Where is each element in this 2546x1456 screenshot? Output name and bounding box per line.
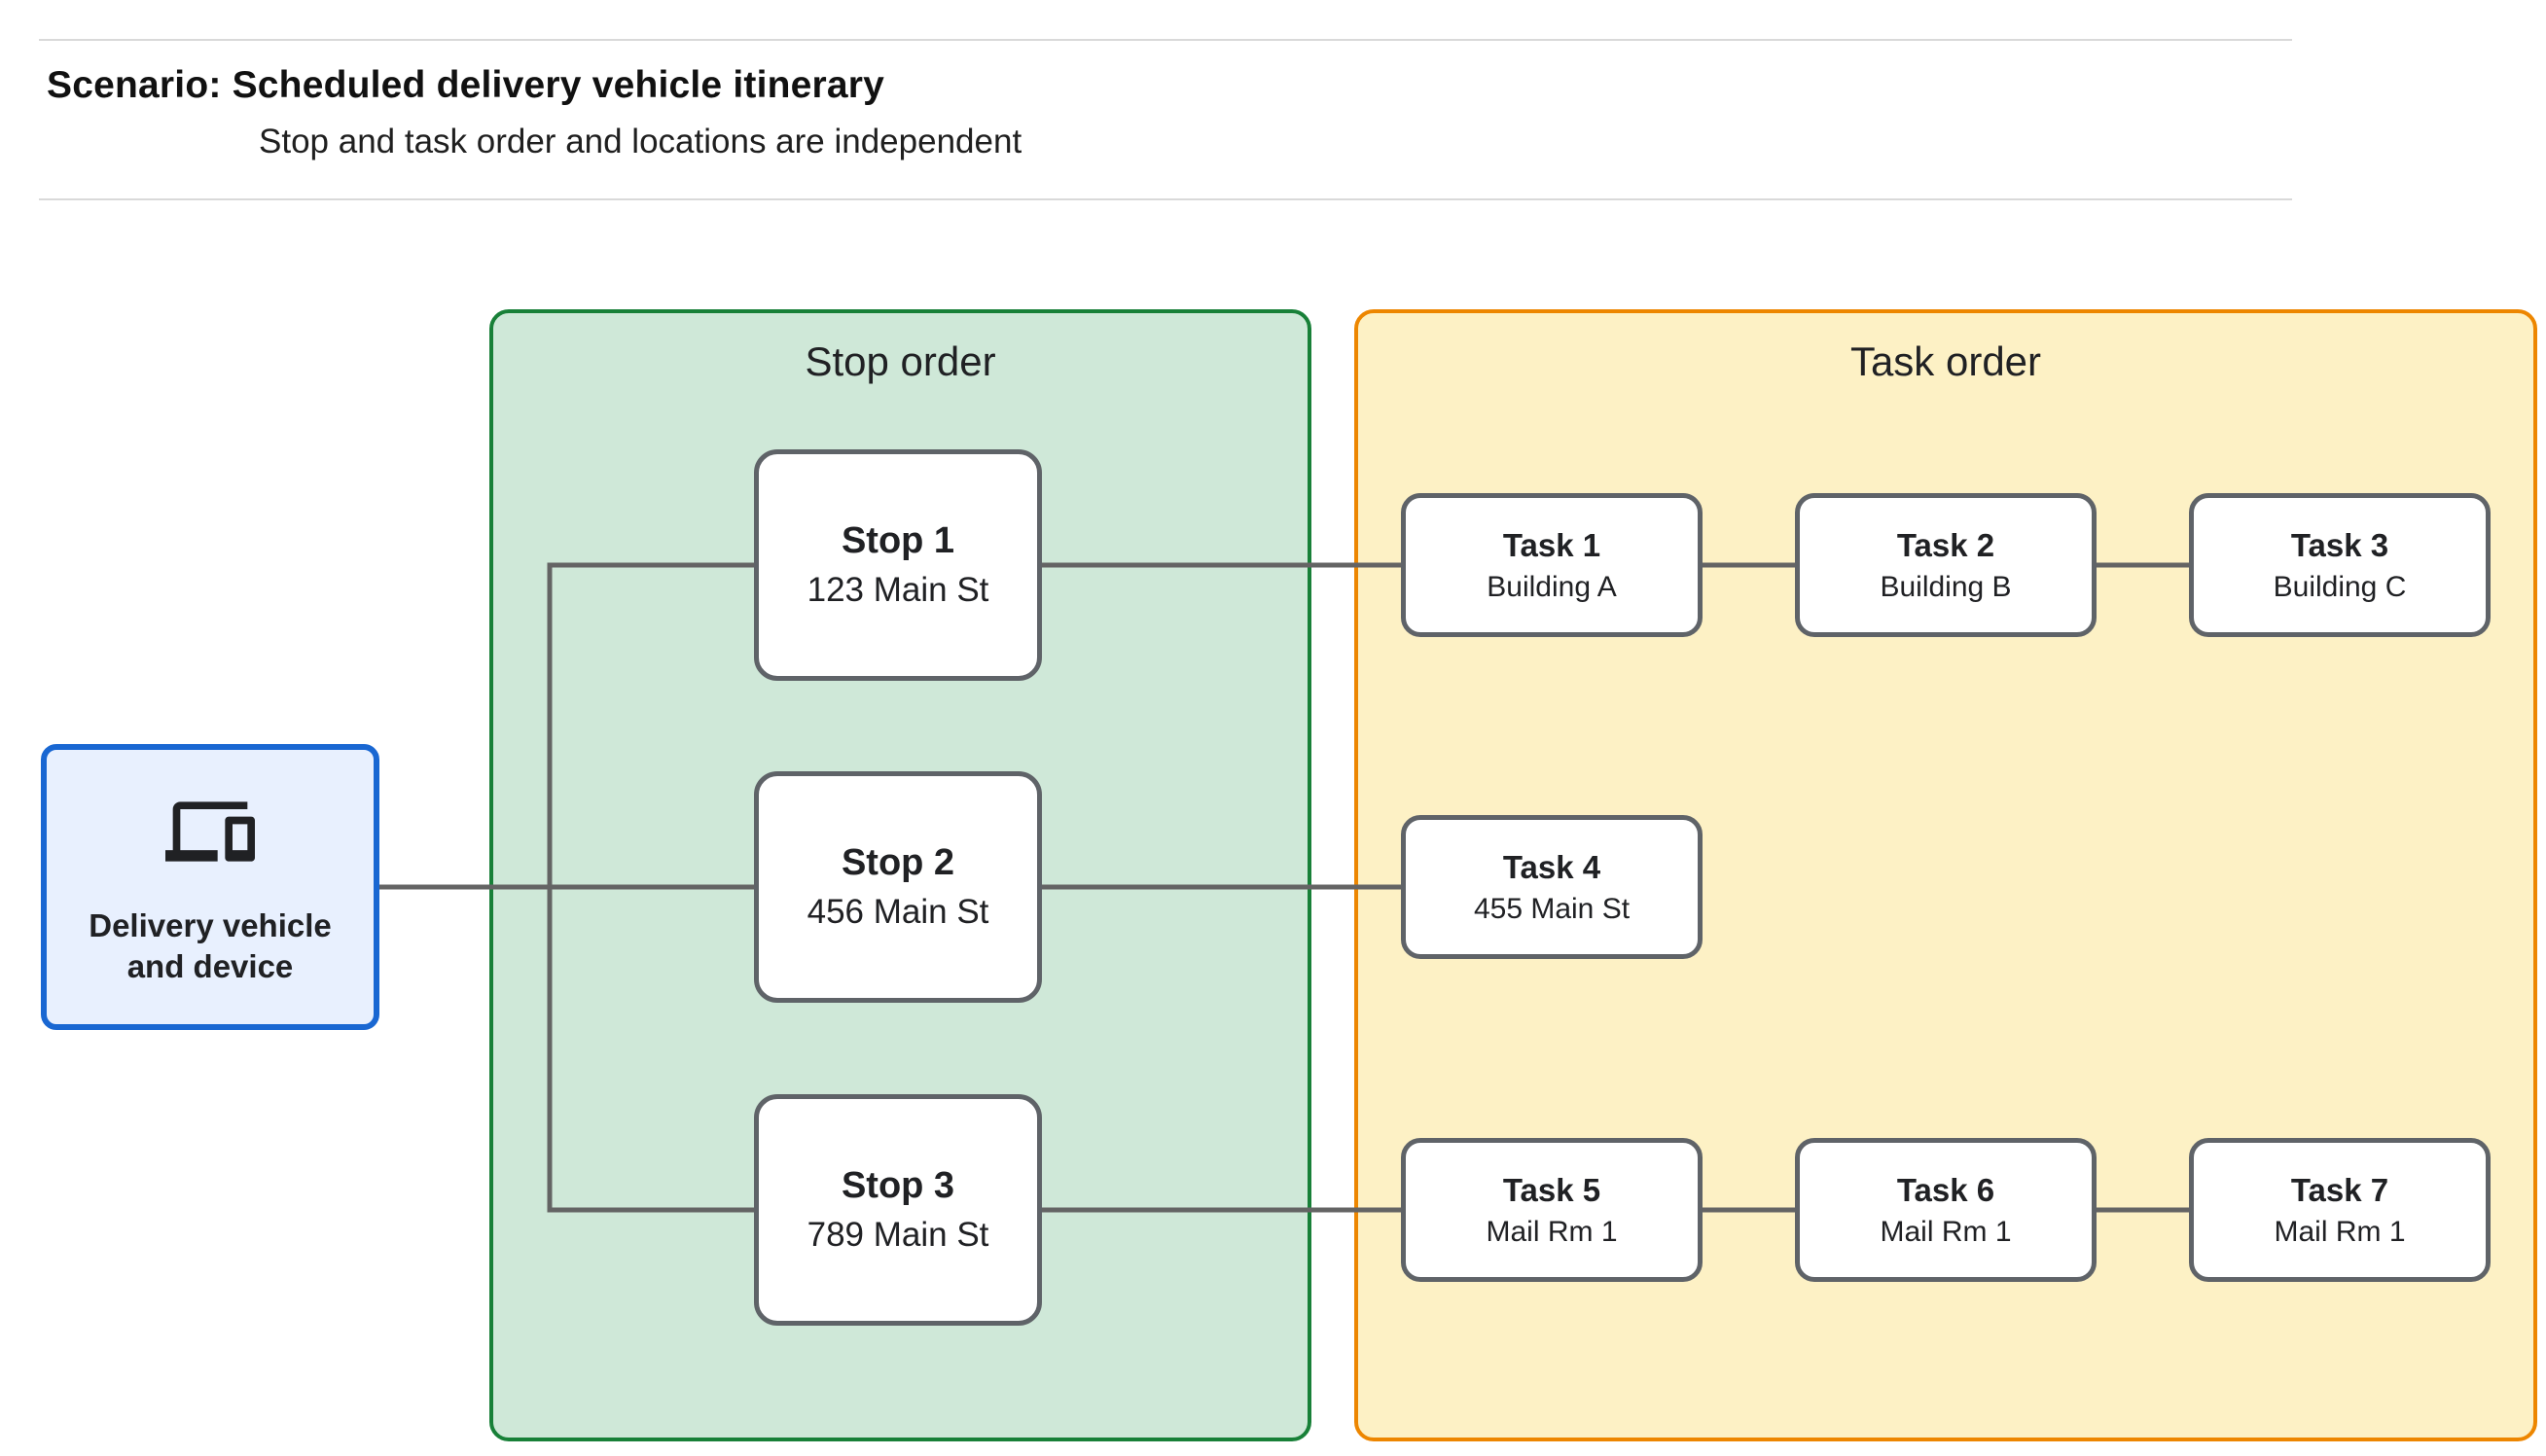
task-4-node: Task 4 455 Main St <box>1401 815 1703 959</box>
stop-2-name: Stop 2 <box>841 842 955 883</box>
stop-1-name: Stop 1 <box>841 520 955 561</box>
task-5-name: Task 5 <box>1502 1171 1601 1208</box>
task-6-name: Task 6 <box>1896 1171 1995 1208</box>
task-3-node: Task 3 Building C <box>2189 493 2491 637</box>
stop-3-name: Stop 3 <box>841 1165 955 1206</box>
task-1-name: Task 1 <box>1502 526 1601 563</box>
header-divider-bottom <box>39 198 2292 200</box>
task-5-node: Task 5 Mail Rm 1 <box>1401 1138 1703 1282</box>
delivery-vehicle-label: Delivery vehicle and device <box>89 906 332 984</box>
task-1-node: Task 1 Building A <box>1401 493 1703 637</box>
task-7-name: Task 7 <box>2290 1171 2389 1208</box>
header-divider-top <box>39 39 2292 41</box>
task-7-location: Mail Rm 1 <box>2274 1215 2406 1248</box>
stop-2-node: Stop 2 456 Main St <box>754 771 1042 1003</box>
scenario-subtitle: Stop and task order and locations are in… <box>259 123 1022 160</box>
delivery-vehicle-node: Delivery vehicle and device <box>41 744 379 1030</box>
stop-1-location: 123 Main St <box>807 571 989 609</box>
scenario-title: Scenario: Scheduled delivery vehicle iti… <box>47 64 885 106</box>
task-1-location: Building A <box>1487 570 1617 603</box>
task-5-location: Mail Rm 1 <box>1486 1215 1618 1248</box>
task-7-node: Task 7 Mail Rm 1 <box>2189 1138 2491 1282</box>
task-3-name: Task 3 <box>2290 526 2389 563</box>
stop-order-title: Stop order <box>805 338 996 384</box>
stop-2-location: 456 Main St <box>807 893 989 931</box>
task-2-name: Task 2 <box>1896 526 1995 563</box>
task-3-location: Building C <box>2273 570 2407 603</box>
stop-1-node: Stop 1 123 Main St <box>754 449 1042 681</box>
task-4-location: 455 Main St <box>1473 892 1631 925</box>
devices-icon <box>165 787 255 876</box>
task-6-node: Task 6 Mail Rm 1 <box>1795 1138 2097 1282</box>
task-2-location: Building B <box>1880 570 2012 603</box>
task-order-title: Task order <box>1849 338 2042 384</box>
task-4-name: Task 4 <box>1502 848 1601 885</box>
stop-3-node: Stop 3 789 Main St <box>754 1094 1042 1326</box>
task-6-location: Mail Rm 1 <box>1880 1215 2012 1248</box>
task-2-node: Task 2 Building B <box>1795 493 2097 637</box>
connector-trunk-stop1-stop3 <box>547 562 757 1213</box>
stop-3-location: 789 Main St <box>807 1216 989 1254</box>
